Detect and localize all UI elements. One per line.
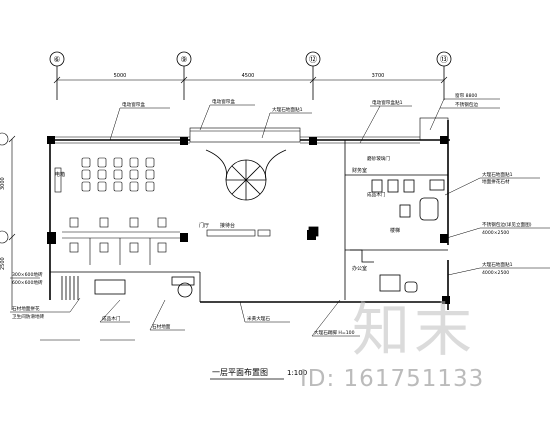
note-21: 米黄大理石 [247,315,270,322]
seating-grid [54,157,155,193]
room-label-office2: 办公室 [352,265,367,272]
note-15: 300×600地砖 [12,271,43,278]
workstation-row [62,217,180,265]
note-1: 电动窗帘盒 [122,101,145,108]
note-6: 不锈钢包边 [455,101,478,108]
room-label-stair: 楼梯 [390,227,400,234]
note-22: 大理石踢脚 H=100 [314,329,355,336]
note-18: 卫生间防滑地砖 [12,313,45,320]
round-feature [205,149,287,201]
axis-label-6: ⑥ [53,55,60,64]
note-17: 石材地面拼花 [12,305,40,312]
note-5: 窗帘 8800 [455,92,477,99]
drawing-title: 一层平面布置图 [212,367,268,377]
drawing-scale: 1:100 [287,369,307,377]
outer-walls [49,120,450,310]
axis-label-12: ⑫ [309,55,317,64]
top-dimension-line [53,76,448,84]
room-label-elec: 电箱 [55,171,65,178]
note-19: 成品木门 [102,315,121,322]
note-2: 电动窗帘盒 [212,98,235,105]
window-frames [50,117,449,144]
axis-label-9: ⑨ [180,55,187,64]
note-8: 成品木门 [367,191,386,198]
note-9: 大理石地面贴1 [482,171,513,178]
leader-lines [10,98,550,341]
dim-left-2500: 2500 [0,257,6,270]
dim-3700: 3700 [372,73,385,79]
dim-left-3000: 3000 [0,177,6,190]
note-7: 磨砂玻璃门 [367,155,390,162]
dim-4500: 4500 [242,73,255,79]
note-3: 大理石地面贴1 [272,106,303,113]
room-label-entrance: 门厅 [199,222,209,229]
note-4: 电动窗帘盒贴1 [372,99,403,106]
room-label-reception: 接待台 [220,222,235,229]
note-12: 4000×2500 [482,230,509,236]
note-16: 600×600地砖 [12,279,43,286]
left-dimension-line [0,132,16,310]
note-20: 石材地面 [152,323,171,330]
room-label-office: 财务室 [352,167,367,174]
note-14: 4000×2500 [482,270,509,276]
grid-axis-bubbles [49,51,452,100]
dim-5000: 5000 [114,73,127,79]
right-rooms [308,140,448,300]
axis-label-13: ⑬ [440,55,448,64]
bottom-left-rooms [50,271,201,302]
note-11: 不锈钢包边(详见立面图) [482,221,532,228]
note-13: 大理石地面贴1 [482,261,513,268]
note-10: 地面拼花石材 [482,178,510,185]
reception-counter [206,229,271,237]
